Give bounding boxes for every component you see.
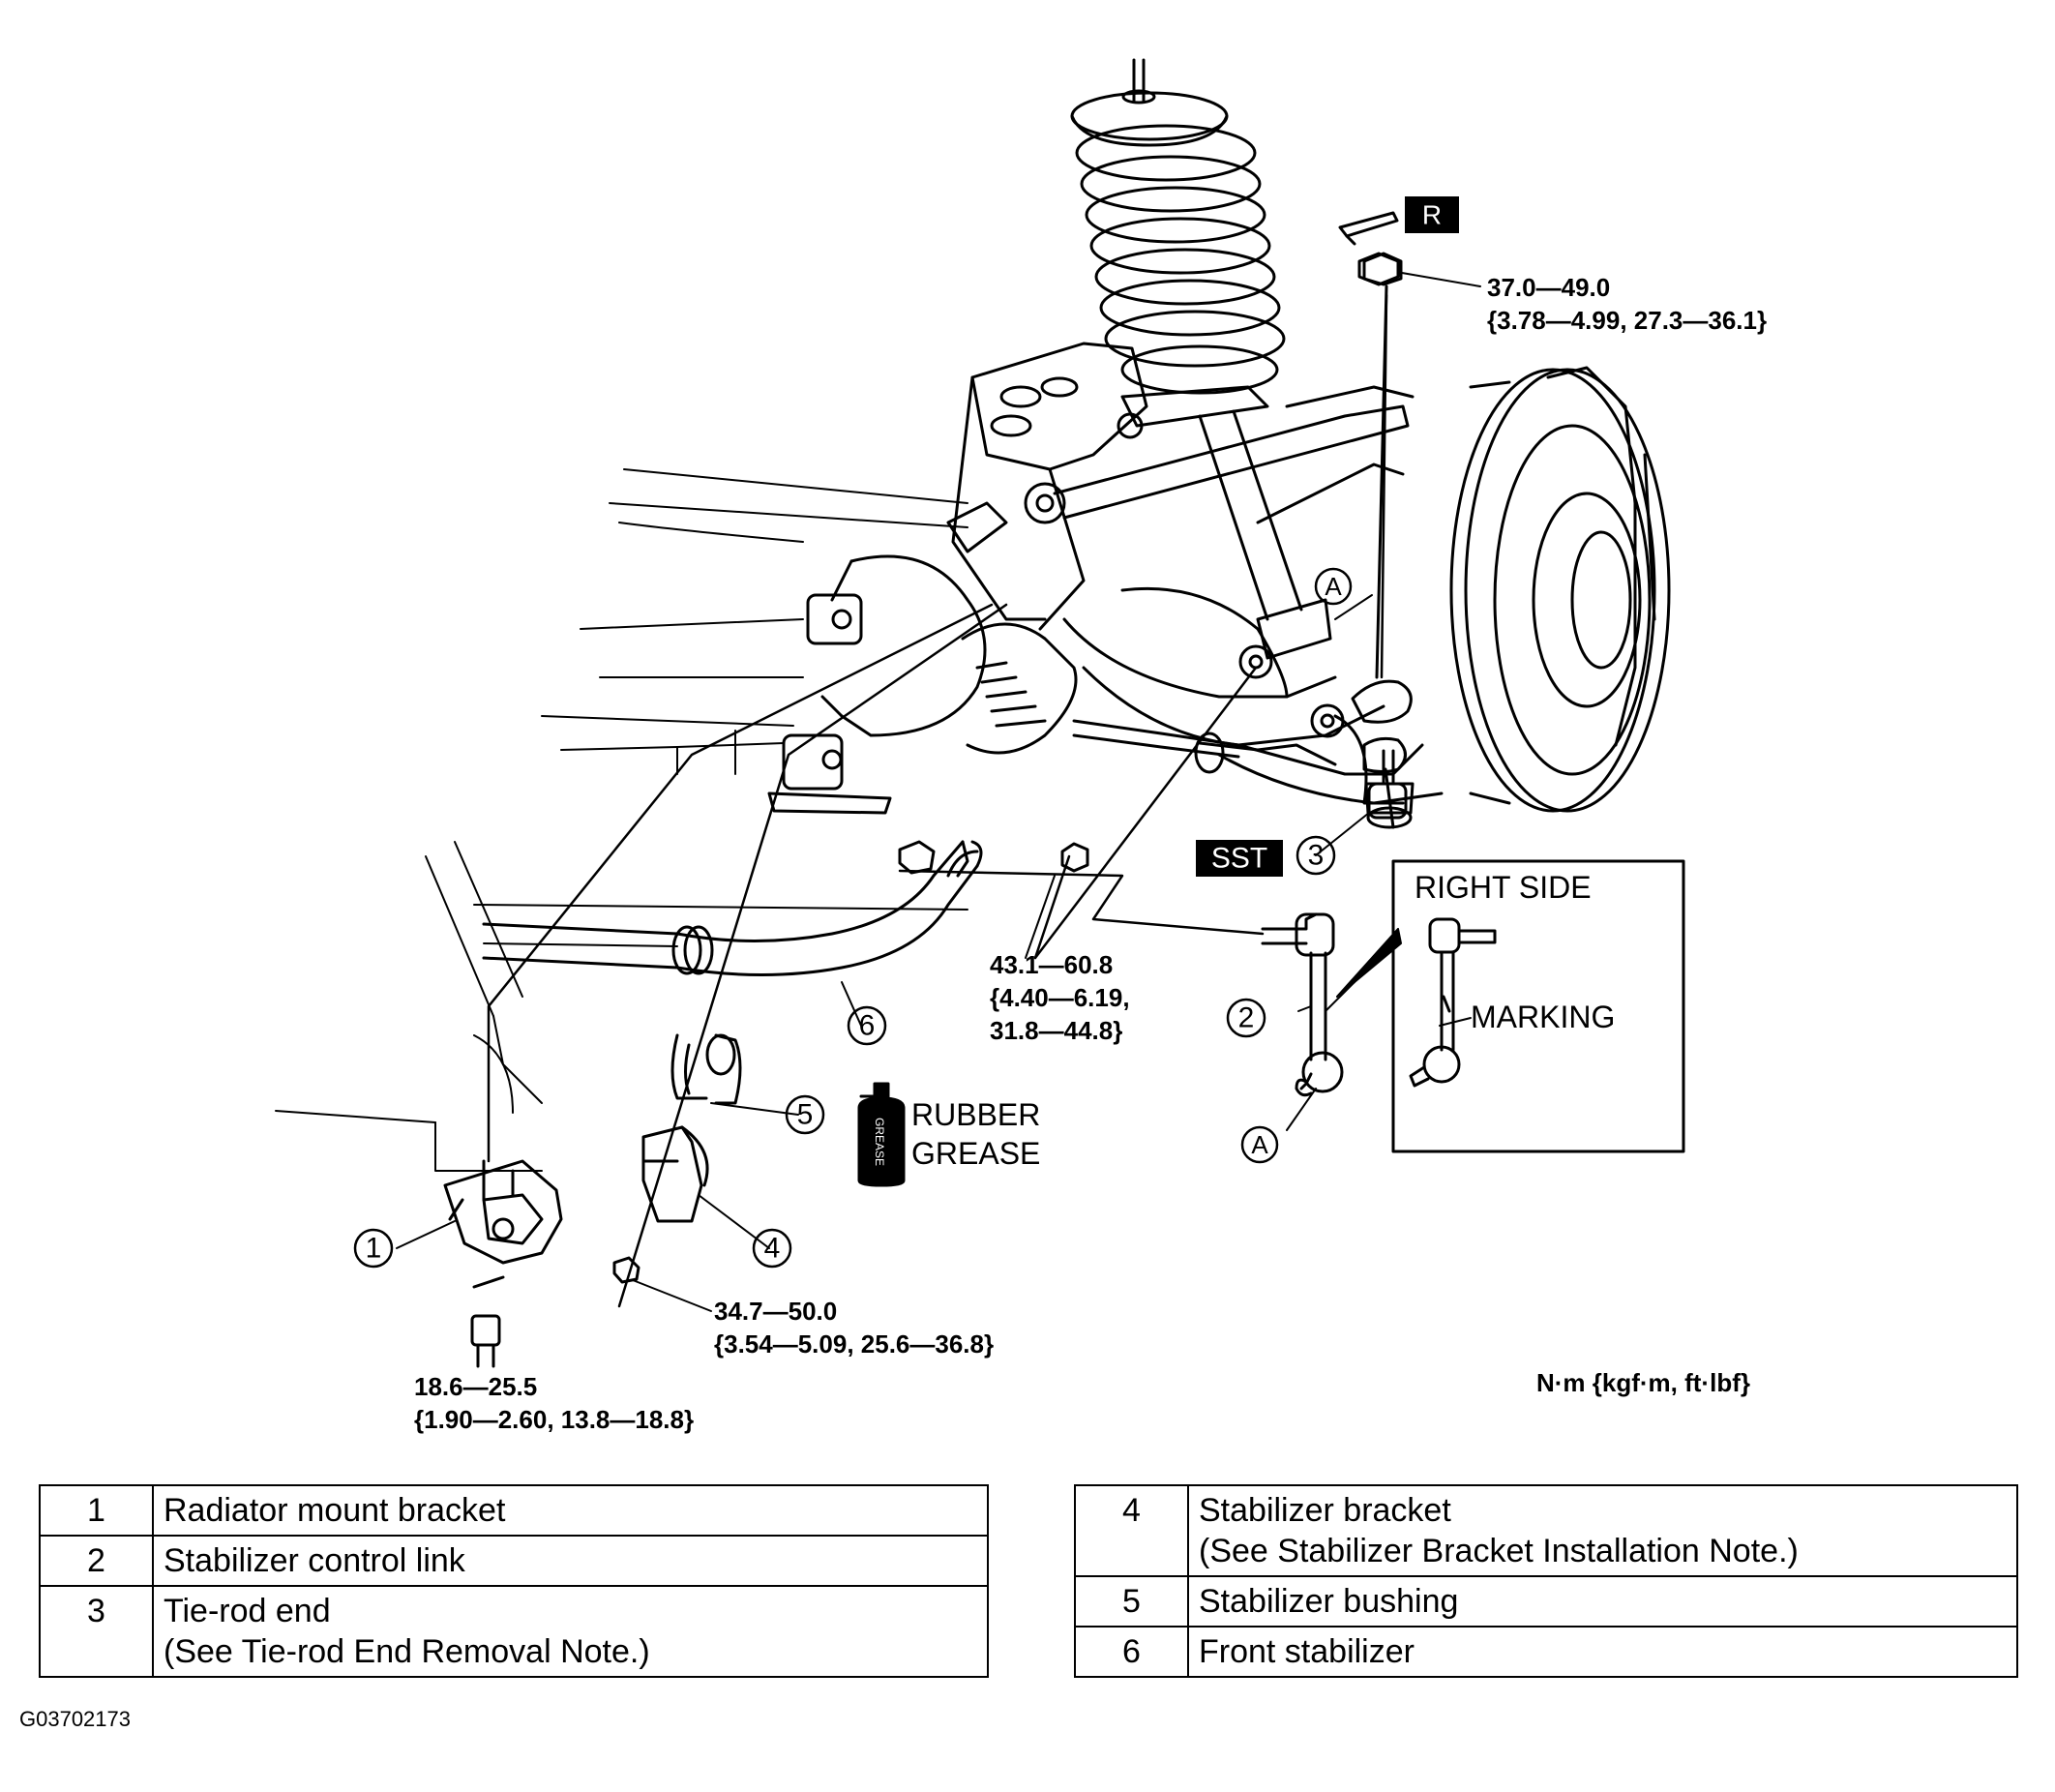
- table-row: 1 Radiator mount bracket: [39, 1484, 989, 1537]
- point-a-upper: A: [1325, 572, 1342, 601]
- nut-t1: [1357, 252, 1400, 286]
- sst-badge: SST: [1211, 843, 1267, 875]
- r-badge-bg: [1405, 196, 1459, 233]
- nut-t2: [1060, 842, 1089, 873]
- callout-numbers: 1 2 3 4 5 6 A A: [366, 572, 1343, 1265]
- radiator-mount-bracket: [443, 1159, 563, 1368]
- part-name: Stabilizer control link: [152, 1535, 989, 1587]
- marking-label: MARKING: [1471, 1000, 1615, 1034]
- torque-2-line2: {4.40—6.19,: [990, 983, 1130, 1012]
- assembly-guide-lines: [487, 293, 1388, 1308]
- callouts: [353, 567, 1353, 1269]
- callout-4-circle: [752, 1228, 792, 1269]
- table-row: 6 Front stabilizer: [1074, 1626, 2018, 1678]
- table-row: 3 Tie-rod end (See Tie-rod End Removal N…: [39, 1585, 989, 1678]
- part-num: 3: [39, 1585, 154, 1678]
- figure-id: G03702173: [19, 1707, 131, 1731]
- callout-2-circle: [1226, 998, 1266, 1038]
- stabilizer-bracket: [641, 1125, 709, 1223]
- callout-4: 4: [764, 1233, 781, 1265]
- lower-arm: [1062, 463, 1444, 805]
- torque-2-line3: 31.8—44.8}: [990, 1016, 1122, 1045]
- cotter-pin-icon: [1338, 211, 1399, 246]
- brake-disc: [1449, 366, 1671, 813]
- callout-3-circle: [1296, 835, 1336, 876]
- front-stabilizer-bar: [482, 840, 983, 976]
- torque-4-line2: {1.90—2.60, 13.8—18.8}: [414, 1405, 694, 1434]
- units-label: N·m {kgf·m, ft·lbf}: [1536, 1368, 1750, 1397]
- parts-table-left: 1 Radiator mount bracket 2 Stabilizer co…: [39, 1484, 989, 1678]
- rubber-label: RUBBER: [911, 1097, 1040, 1132]
- callout-5-circle: [785, 1094, 825, 1135]
- rack-boot: [975, 661, 1047, 728]
- torque-3-line1: 34.7—50.0: [714, 1297, 837, 1326]
- table-row: 2 Stabilizer control link: [39, 1535, 989, 1587]
- part-num: 1: [39, 1484, 154, 1537]
- grease-can-label: GREASE: [873, 1118, 886, 1166]
- parts-table-right: 4 Stabilizer bracket (See Stabilizer Bra…: [1074, 1484, 2018, 1678]
- nut-t3: [612, 1256, 640, 1284]
- callout-5: 5: [797, 1099, 814, 1131]
- part-name: Radiator mount bracket: [152, 1484, 989, 1537]
- chassis-lines: [275, 468, 968, 1172]
- callout-3: 3: [1308, 840, 1325, 872]
- inset-link: [1409, 917, 1497, 1088]
- part-num: 2: [39, 1535, 154, 1587]
- control-link-top: [1351, 252, 1413, 829]
- part-name: Stabilizer bracket (See Stabilizer Brack…: [1187, 1484, 2018, 1577]
- part-name: Front stabilizer: [1187, 1626, 2018, 1678]
- leader-lines: [396, 272, 1481, 1312]
- bolt-t2: [898, 840, 936, 875]
- callout-1-circle: [353, 1228, 394, 1269]
- right-side-inset: [1391, 859, 1685, 1153]
- part-name-text: Stabilizer bracket: [1199, 1492, 1451, 1529]
- torque-4-line1: 18.6—25.5: [414, 1372, 537, 1401]
- callout-1: 1: [366, 1233, 382, 1265]
- coil-spring: [1075, 124, 1286, 395]
- r-badge: R: [1422, 200, 1442, 230]
- callout-6-circle: [847, 1005, 887, 1046]
- right-side-label: RIGHT SIDE: [1415, 870, 1592, 905]
- grease-label: GREASE: [911, 1136, 1040, 1171]
- callout-2: 2: [1238, 1002, 1255, 1034]
- part-name: Stabilizer bushing: [1187, 1575, 2018, 1628]
- callout-6: 6: [859, 1010, 876, 1042]
- torque-1-line2: {3.78—4.99, 27.3—36.1}: [1487, 306, 1767, 335]
- sst-badge-bg: [1196, 840, 1283, 877]
- grease-can-icon: [857, 1082, 906, 1187]
- table-row: 4 Stabilizer bracket (See Stabilizer Bra…: [1074, 1484, 2018, 1577]
- torque-2-line1: 43.1—60.8: [990, 950, 1113, 979]
- torque-3-line2: {3.54—5.09, 25.6—36.8}: [714, 1329, 994, 1359]
- part-name: Tie-rod end (See Tie-rod End Removal Not…: [152, 1585, 989, 1678]
- tie-rod-end: [1364, 749, 1415, 829]
- point-a-upper-circle: [1314, 567, 1353, 606]
- part-name-text: Tie-rod end: [164, 1593, 331, 1629]
- point-a-lower-circle: [1240, 1125, 1279, 1164]
- part-num: 5: [1074, 1575, 1189, 1628]
- point-a-lower: A: [1251, 1130, 1268, 1159]
- torque-1-line1: 37.0—49.0: [1487, 273, 1610, 302]
- part-num: 6: [1074, 1626, 1189, 1678]
- stabilizer-bushing: [670, 1033, 742, 1105]
- strut-assembly: [1070, 58, 1332, 660]
- part-num: 4: [1074, 1484, 1189, 1577]
- stabilizer-control-link: [1261, 912, 1344, 1097]
- part-note: (See Stabilizer Bracket Installation Not…: [1199, 1533, 1799, 1569]
- table-row: 5 Stabilizer bushing: [1074, 1575, 2018, 1628]
- subframe: [951, 342, 1415, 631]
- part-note: (See Tie-rod End Removal Note.): [164, 1633, 650, 1670]
